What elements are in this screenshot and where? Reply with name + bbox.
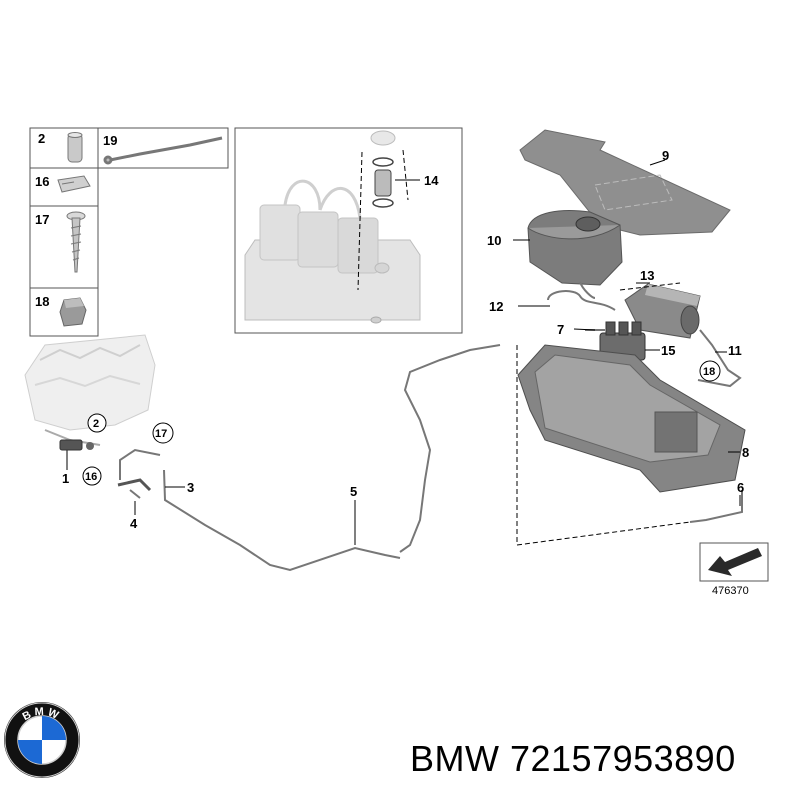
callout-2: 2 — [38, 131, 45, 146]
callout-11: 11 — [728, 343, 742, 358]
callout-19: 19 — [103, 133, 117, 148]
spacer-part-icon — [67, 132, 83, 163]
valve-block-illustration — [244, 179, 421, 324]
reservoir-illustration — [513, 210, 623, 286]
callout-9: 9 — [662, 148, 669, 163]
callout-17-circle: 17 — [155, 428, 167, 440]
bmw-logo-text: BMW — [21, 706, 60, 723]
valve-detail-frame — [234, 127, 463, 334]
parts-legend — [29, 127, 229, 337]
bmw-logo: BMW — [4, 702, 80, 778]
callout-17: 17 — [35, 212, 49, 227]
pump-illustration — [624, 282, 701, 339]
callout-18-circle: 18 — [703, 366, 715, 378]
callout-16-circle: 16 — [85, 471, 97, 483]
tank-cover-illustration — [519, 129, 731, 236]
callout-1: 1 — [62, 471, 69, 486]
callout-4: 4 — [130, 516, 138, 531]
part-number-caption: BMW 72157953890 — [410, 738, 736, 779]
callout-16: 16 — [35, 174, 49, 189]
hose-lines — [119, 281, 743, 572]
callout-3: 3 — [187, 480, 194, 495]
callout-7: 7 — [557, 322, 564, 337]
engine-intake-illustration — [24, 334, 156, 446]
callout-12: 12 — [489, 299, 503, 314]
callout-8: 8 — [742, 445, 749, 460]
clip-part-icon — [57, 175, 91, 193]
grommet-part-icon — [59, 297, 87, 327]
dashed-leader-lines — [516, 282, 691, 546]
callout-15: 15 — [661, 343, 675, 358]
callout-10: 10 — [487, 233, 501, 248]
callout-5: 5 — [350, 484, 357, 499]
callout-13: 13 — [640, 268, 654, 283]
carrier-tray-illustration — [517, 344, 746, 493]
callout-2-circle: 2 — [93, 418, 99, 430]
seal-set-illustration — [357, 130, 420, 291]
callout-18: 18 — [35, 294, 49, 309]
reference-number: 476370 — [712, 585, 749, 597]
reference-arrow-box — [699, 542, 769, 582]
callout-14: 14 — [424, 173, 439, 188]
screw-part-icon — [66, 211, 86, 273]
svg-text:BMW: BMW — [21, 706, 63, 723]
cable-part-icon — [103, 136, 223, 165]
clip-callout-circles — [82, 360, 721, 486]
leader-lines — [66, 305, 741, 545]
nox-sensor-illustration — [59, 439, 152, 492]
callout-6: 6 — [737, 480, 744, 495]
